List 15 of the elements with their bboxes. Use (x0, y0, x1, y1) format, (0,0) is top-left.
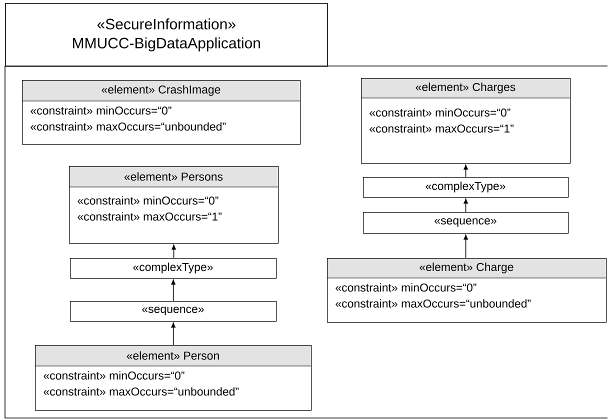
element-box: «element» Charges «constraint» minOccurs=“0” «constraint» maxOccurs=“1” (360, 78, 571, 164)
arrow (464, 164, 468, 178)
stereotype-box: «sequence» (70, 301, 277, 322)
element-box: «element» CrashImage «constraint» minOccurs=“0” «constraint» maxOccurs=“unbounded” (22, 80, 301, 145)
arrow (171, 322, 176, 346)
element-box: «element» Persons «constraint» minOccurs=“0” «constraint» maxOccurs=“1” (68, 166, 279, 244)
arrow (464, 234, 468, 258)
stereotype-box: «complexType» (70, 258, 277, 279)
arrow (172, 244, 176, 258)
element-box: «element» Person «constraint» minOccurs=“0” «constraint» maxOccurs=“unbounded” (34, 345, 312, 411)
stereotype-box: «sequence» (363, 212, 569, 234)
arrow (171, 280, 176, 302)
stereotype-box: «complexType» (363, 177, 569, 198)
arrow (464, 198, 468, 212)
element-box: «element» Charge «constraint» minOccurs=“0” «constraint» maxOccurs=“unbounded” (326, 258, 607, 323)
